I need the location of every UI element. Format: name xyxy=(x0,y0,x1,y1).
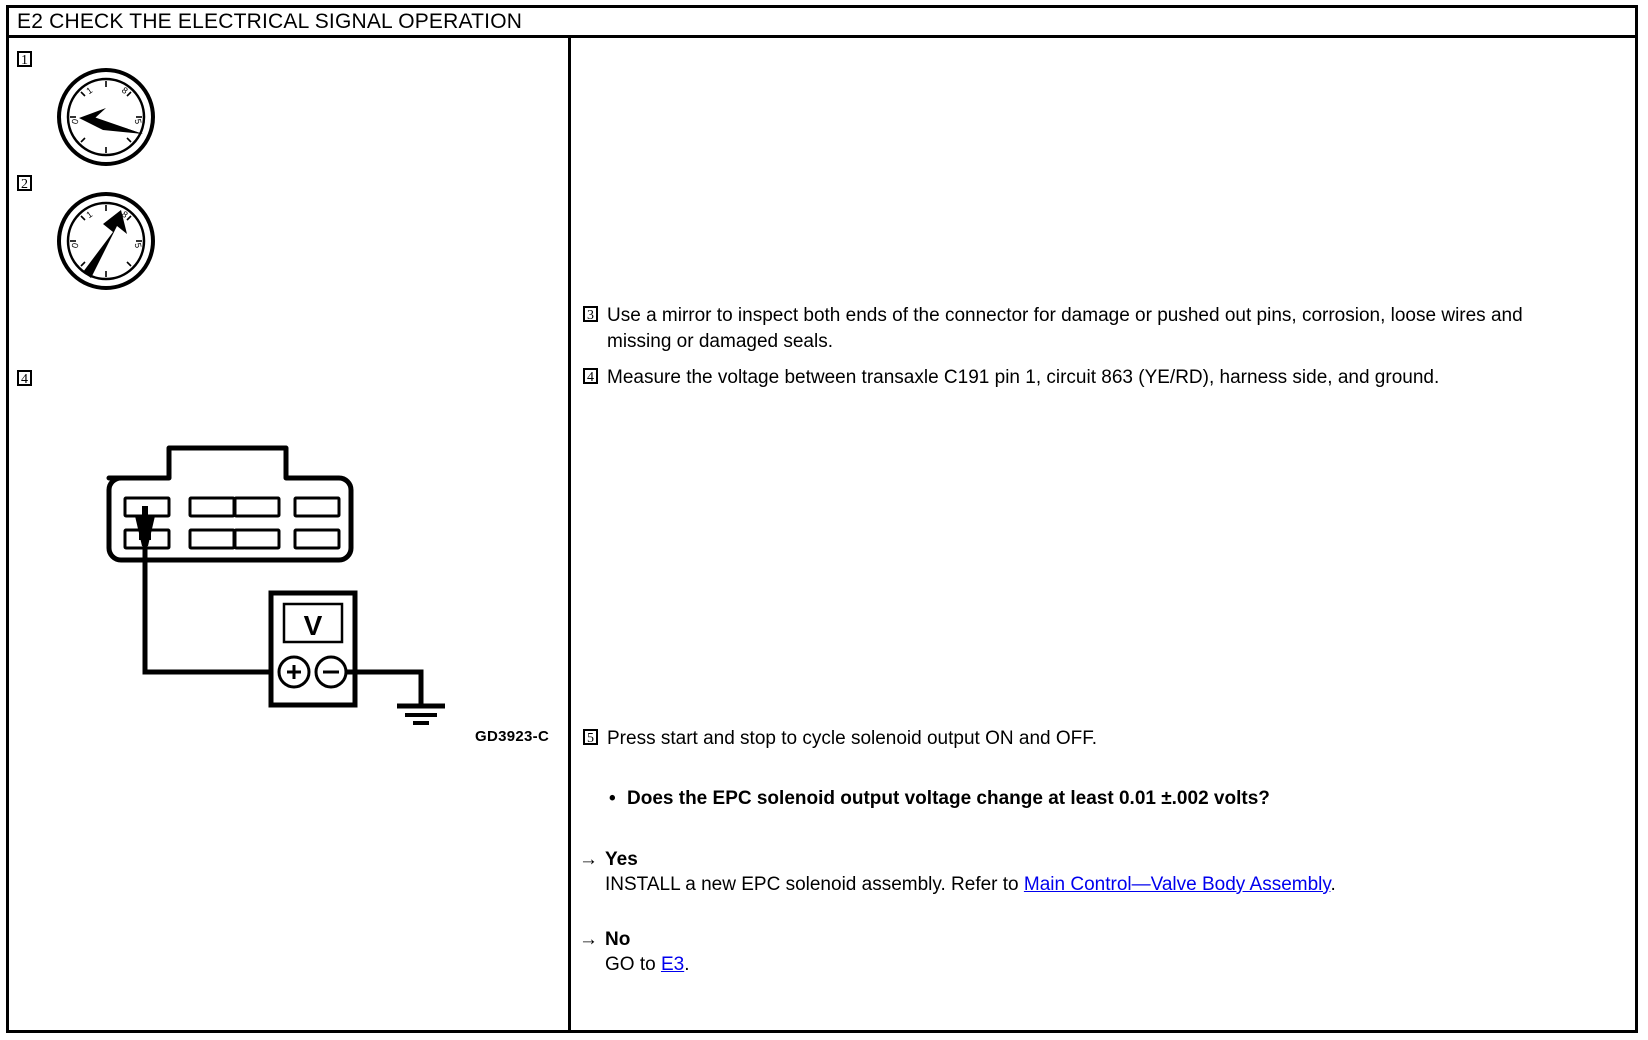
dial-2-pointer xyxy=(83,210,127,278)
voltmeter: V xyxy=(268,590,358,708)
ground-symbol xyxy=(397,703,445,725)
connector-pins-bottom xyxy=(123,528,341,550)
svg-text:5: 5 xyxy=(133,118,144,125)
svg-text:1: 1 xyxy=(84,85,94,96)
step-3-text: Use a mirror to inspect both ends of the… xyxy=(607,305,1523,352)
step-marker-3: 3 xyxy=(583,306,598,323)
rotary-dial-1: 1 8 0 5 xyxy=(51,62,161,177)
branch-no-text-before: GO to xyxy=(605,954,661,975)
branch-yes-text-before: INSTALL a new EPC solenoid assembly. Ref… xyxy=(605,874,1024,895)
branch-yes-link[interactable]: Main Control—Valve Body Assembly xyxy=(1023,874,1331,895)
positive-test-lead xyxy=(142,544,271,675)
connector-measurement-diagram: V xyxy=(9,388,568,763)
section-title-bar: E2 CHECK THE ELECTRICAL SIGNAL OPERATION xyxy=(9,8,1635,38)
step-5-text: Press start and stop to cycle solenoid o… xyxy=(607,728,1098,749)
rotary-dial-2: 1 8 0 5 xyxy=(51,186,161,301)
connector-pins-top xyxy=(123,496,341,518)
arrow-right-icon: → xyxy=(579,849,598,870)
branch-yes-label: Yes xyxy=(605,849,638,870)
branch-yes-text-after: . xyxy=(1330,874,1336,895)
step-marker-2: 2 xyxy=(17,175,32,192)
arrow-right-icon-2: → xyxy=(579,929,598,950)
svg-text:8: 8 xyxy=(120,209,130,220)
dial-1-pointer xyxy=(79,106,143,134)
instruction-column: 3 Use a mirror to inspect both ends of t… xyxy=(568,38,1635,1030)
step-marker-1: 1 xyxy=(17,51,32,68)
svg-text:0: 0 xyxy=(70,242,81,249)
step-4-text: Measure the voltage between transaxle C1… xyxy=(607,367,1440,388)
ground-test-lead xyxy=(346,669,424,704)
branch-yes: → Yes INSTALL a new EPC solenoid assembl… xyxy=(579,848,1336,897)
svg-text:0: 0 xyxy=(70,118,81,125)
meter-display-value: V xyxy=(304,610,323,641)
step-marker-5: 5 xyxy=(583,729,598,746)
svg-text:5: 5 xyxy=(133,242,144,249)
branch-no-label: No xyxy=(605,929,631,950)
branch-no-text-after: . xyxy=(684,954,690,975)
instruction-step-5: 5 Press start and stop to cycle solenoid… xyxy=(583,726,1523,752)
illustration-column: 1 1 8 0 5 xyxy=(9,38,568,1030)
decision-question: • Does the EPC solenoid output voltage c… xyxy=(609,786,1529,811)
bullet-icon: • xyxy=(609,788,616,809)
test-probe xyxy=(135,506,155,546)
decision-question-text: Does the EPC solenoid output voltage cha… xyxy=(627,788,1270,809)
branch-no-link[interactable]: E3 xyxy=(660,954,685,975)
svg-text:1: 1 xyxy=(84,209,94,220)
page-border xyxy=(6,5,1638,1033)
step-marker-4-right: 4 xyxy=(583,368,598,385)
branch-no: → No GO to E3. xyxy=(579,928,690,977)
page-title: E2 CHECK THE ELECTRICAL SIGNAL OPERATION xyxy=(17,9,523,33)
instruction-step-3: 3 Use a mirror to inspect both ends of t… xyxy=(583,303,1523,355)
svg-text:8: 8 xyxy=(120,85,130,96)
figure-id-label: GD3923-C xyxy=(475,728,550,745)
step-marker-4: 4 xyxy=(17,370,32,387)
instruction-step-4: 4 Measure the voltage between transaxle … xyxy=(583,365,1523,391)
